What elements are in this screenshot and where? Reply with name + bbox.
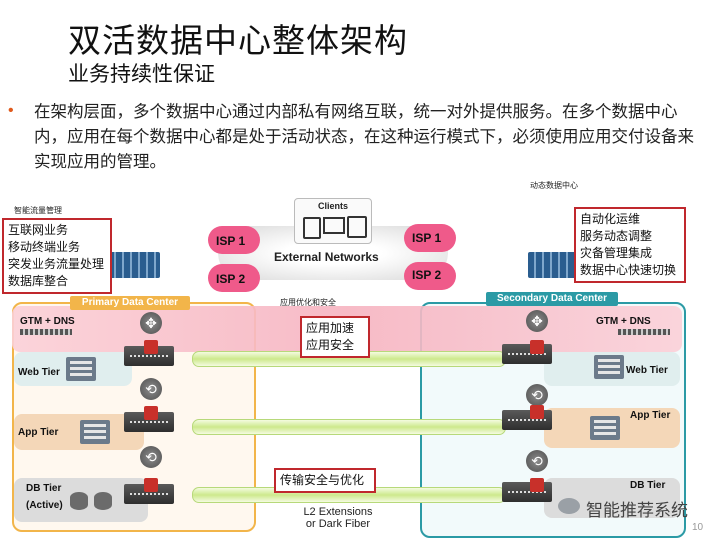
wechat-icon (558, 498, 580, 514)
switch-app-right-icon: ⟲ (526, 450, 548, 472)
right-feature-0: 自动化运维 (580, 212, 641, 226)
firewall-app-right-icon (530, 405, 544, 419)
isp-right-1-cloud (404, 224, 456, 252)
app-tier-right-label: App Tier (630, 410, 671, 421)
phone-icon (303, 217, 321, 239)
db-tier-left-status: (Active) (26, 500, 63, 511)
db-tier-left-label: DB Tier (26, 483, 62, 494)
left-feature-1: 移动终端业务 (8, 240, 81, 254)
external-networks-label: External Networks (274, 250, 379, 264)
label-traffic-management: 智能流量管理 (14, 206, 62, 215)
right-feature-2: 灾备管理集成 (580, 246, 653, 260)
gtm-left-switch-icon: ✥ (140, 312, 162, 334)
l2-line-2: or Dark Fiber (305, 518, 371, 530)
l2-extension-label: L2 Extensions or Dark Fiber (300, 506, 376, 530)
web-tier-right-label: Web Tier (626, 365, 668, 376)
gtm-right-switch-icon: ✥ (526, 310, 548, 332)
web-server-left-icon (66, 357, 96, 381)
gtm-left-device-icon (20, 329, 72, 335)
web-tier-left-label: Web Tier (18, 367, 60, 378)
slide-title: 双活数据中心整体架构 (68, 22, 408, 59)
label-dynamic-dc: 动态数据中心 (530, 181, 578, 190)
switch-web-left-icon: ⟲ (140, 378, 162, 400)
isp-left-1-label: ISP 1 (216, 234, 246, 248)
secondary-dc-title: Secondary Data Center (486, 292, 618, 306)
adc-db-right-icon (502, 482, 552, 502)
isp-left-2-cloud (208, 264, 260, 292)
firewall-db-right-icon (530, 478, 544, 492)
page-number: 10 (692, 522, 704, 533)
isp-right-2-label: ISP 2 (412, 268, 442, 282)
isp-right-1-label: ISP 1 (412, 231, 442, 245)
app-server-left-icon (80, 420, 110, 444)
gtm-right-device-icon (618, 329, 670, 335)
database-left-icon (70, 492, 118, 510)
center-feature-1: 应用安全 (306, 338, 355, 352)
primary-dc-title: Primary Data Center (70, 296, 190, 310)
isp-right-2-cloud (404, 262, 456, 290)
isp-left-1-cloud (208, 226, 260, 254)
right-feature-box: 自动化运维 服务动态调整 灾备管理集成 数据中心快速切换 (574, 207, 686, 283)
app-tier-band-left (14, 414, 144, 450)
gtm-left-label: GTM + DNS (20, 316, 75, 327)
left-feature-3: 数据库整合 (8, 274, 69, 288)
web-server-right-icon (594, 355, 624, 379)
adc-web-right-icon (502, 344, 552, 364)
firewall-db-left-icon (144, 478, 158, 492)
app-tier-left-label: App Tier (18, 427, 59, 438)
adc-app-right-icon (502, 410, 552, 430)
label-app-optimization: 应用优化和安全 (280, 298, 336, 307)
slide-subtitle: 业务持续性保证 (68, 63, 215, 86)
transport-feature-box: 传输安全与优化 (274, 468, 376, 493)
l2-line-1: L2 Extensions (303, 506, 373, 518)
firewall-web-right-icon (530, 340, 544, 354)
watermark-text: 智能推荐系统 (586, 501, 688, 520)
adc-db-left-icon (124, 484, 174, 504)
app-tier-link (192, 419, 506, 435)
center-feature-box: 应用加速 应用安全 (300, 316, 370, 358)
app-server-right-icon (590, 416, 620, 440)
left-feature-0: 互联网业务 (8, 223, 69, 237)
tablet-icon (347, 216, 367, 238)
bullet-text: 在架构层面，多个数据中心通过内部私有网络互联，统一对外提供服务。在多个数据中心内… (34, 103, 694, 171)
center-feature-0: 应用加速 (306, 321, 355, 335)
gtm-right-label: GTM + DNS (596, 316, 651, 327)
right-feature-1: 服务动态调整 (580, 229, 653, 243)
switch-app-left-icon: ⟲ (140, 446, 162, 468)
isp-left-2-label: ISP 2 (216, 272, 246, 286)
adc-app-left-icon (124, 412, 174, 432)
adc-web-left-icon (124, 346, 174, 366)
left-feature-2: 突发业务流量处理 (8, 257, 105, 271)
bullet-marker: • (8, 102, 14, 119)
clients-box: Clients (294, 198, 372, 244)
clients-label: Clients (317, 201, 348, 211)
left-feature-box: 互联网业务 移动终端业务 突发业务流量处理 数据库整合 (2, 218, 112, 294)
laptop-icon (323, 217, 345, 234)
firewall-app-left-icon (144, 406, 158, 420)
db-tier-right-label: DB Tier (630, 480, 666, 491)
right-feature-3: 数据中心快速切换 (580, 263, 677, 277)
switch-web-right-icon: ⟲ (526, 384, 548, 406)
firewall-web-left-icon (144, 340, 158, 354)
